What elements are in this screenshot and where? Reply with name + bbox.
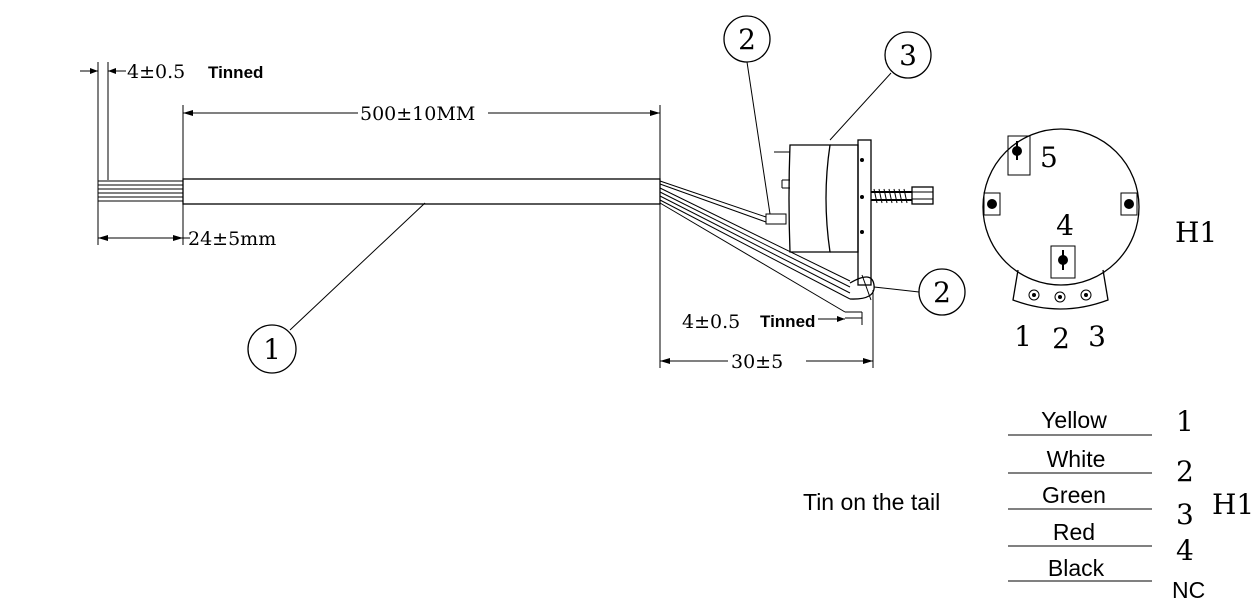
strip-left-value: 4±0.5 <box>127 61 185 83</box>
jacket-strip-value: 24±5mm <box>188 228 276 250</box>
wire-pin-white: 2 <box>1176 455 1194 488</box>
tail-length-value: 30±5 <box>731 351 783 373</box>
connector-label: H1 <box>1175 216 1217 249</box>
wire-pin-yellow: 1 <box>1176 405 1194 438</box>
wire-pin-black: NC <box>1172 577 1205 603</box>
sensor-side-view <box>774 139 934 301</box>
cable-length-dimension: 500±10MM <box>182 103 661 368</box>
table-group-label: H1 <box>1212 488 1254 521</box>
wire-pin-green: 3 <box>1176 498 1194 531</box>
tail-length-dimension: 30±5 <box>660 290 874 373</box>
bottom-pin-2-label: 2 <box>1052 322 1070 355</box>
pin-4-label: 4 <box>1056 209 1074 242</box>
wire-color-yellow: Yellow <box>1041 407 1107 433</box>
jacket-strip-dimension: 24±5mm <box>98 228 276 250</box>
wiring-table: Tin on the tail Yellow White Green Red B… <box>803 405 1254 603</box>
strip-dimension-right: 4±0.5 Tinned <box>682 311 845 333</box>
wire-color-green: Green <box>1042 482 1106 508</box>
wire-color-red: Red <box>1053 519 1095 545</box>
strip-dimension-left: 4±0.5 Tinned <box>80 61 263 245</box>
balloon-cable-number: 1 <box>263 333 281 366</box>
balloon-sensor-number: 3 <box>899 39 917 72</box>
bottom-pin-1-label: 1 <box>1014 320 1032 353</box>
strip-right-tinned: Tinned <box>760 312 815 331</box>
stripped-wires <box>98 180 183 202</box>
balloon-wire-lower-number: 2 <box>933 276 951 309</box>
wire-color-white: White <box>1047 446 1106 472</box>
strip-right-value: 4±0.5 <box>682 311 740 333</box>
fanout-wires <box>659 180 863 325</box>
balloon-cable: 1 <box>247 202 426 374</box>
wire-pin-red: 4 <box>1176 534 1194 567</box>
tin-note: Tin on the tail <box>803 489 940 515</box>
strip-left-tinned: Tinned <box>208 63 263 82</box>
balloon-wire-upper-number: 2 <box>738 23 756 56</box>
cable-length-value: 500±10MM <box>360 103 475 125</box>
balloon-wire-upper: 2 <box>723 15 771 215</box>
balloon-sensor: 3 <box>829 31 932 141</box>
bottom-pin-3-label: 3 <box>1088 320 1106 353</box>
wire-color-black: Black <box>1048 555 1105 581</box>
pin-5-label: 5 <box>1040 141 1058 174</box>
balloon-wire-lower: 2 <box>873 268 966 316</box>
connector-front-view: 5 4 1 2 3 <box>982 128 1140 355</box>
cable-jacket <box>182 178 661 205</box>
